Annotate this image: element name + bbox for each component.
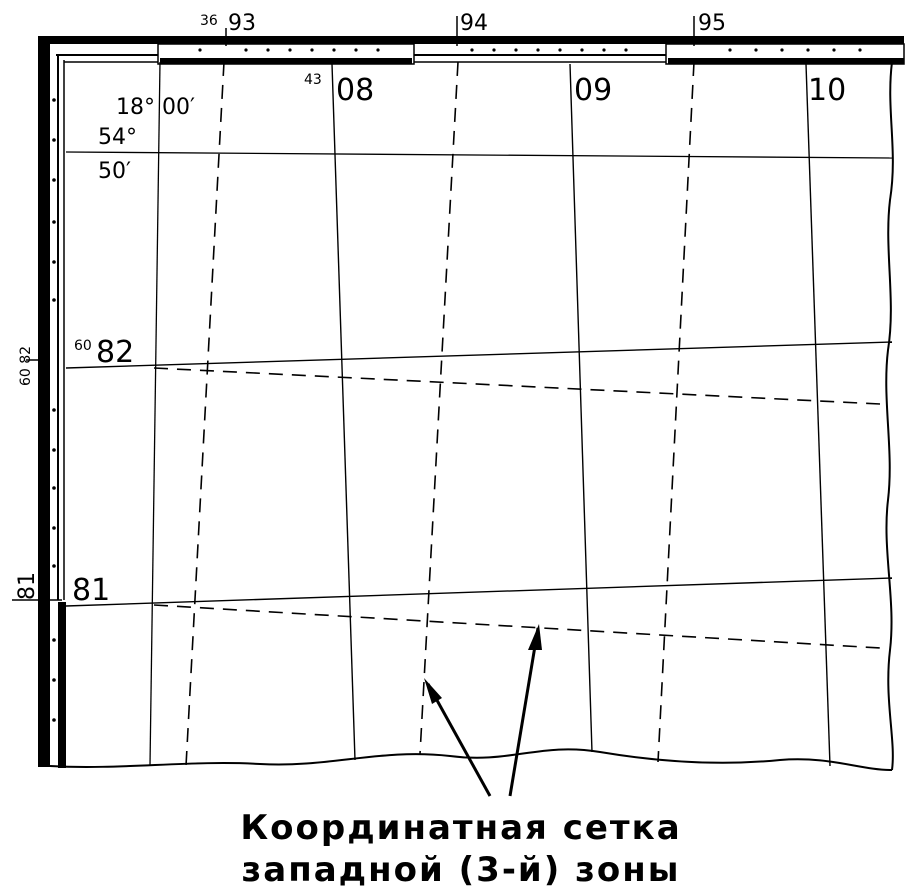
caption-arrows: [426, 627, 540, 797]
left-scale-label-82: 60 82: [18, 346, 34, 386]
kilometer-grid-western-zone: [153, 61, 881, 767]
latitude-degrees-label: 54°: [98, 125, 137, 150]
caption-line-2: западной (3-й) зоны: [241, 850, 681, 890]
top-scale-label-a-sup: 36: [200, 13, 218, 29]
left-scale-label-81: 81: [15, 572, 40, 600]
caption-line-1: Координатная сетка: [240, 808, 682, 848]
latitude-minutes-label: 50′: [98, 159, 131, 184]
top-scale-dots: [198, 48, 862, 52]
top-scale-label-c: 95: [698, 11, 726, 36]
kilometer-grid-solid: [65, 63, 893, 767]
top-scale-label-a: 93: [228, 11, 256, 36]
easting-label-09: 09: [574, 73, 612, 108]
graticule-lines: [65, 61, 893, 766]
map-frame: [12, 16, 905, 768]
top-scale-label-b: 94: [460, 11, 488, 36]
northing-label-81: 81: [72, 573, 110, 608]
northing-label-82: 82: [96, 335, 134, 370]
arrow-heads: [424, 624, 542, 704]
left-scale-dots: [52, 98, 56, 722]
easting-label-10: 10: [808, 73, 846, 108]
easting-label-08: 08: [336, 73, 374, 108]
northing-label-sup: 60: [74, 338, 92, 354]
longitude-label: 18° 00′: [116, 95, 195, 120]
easting-label-sup: 43: [304, 72, 322, 88]
torn-edges: [49, 61, 894, 771]
